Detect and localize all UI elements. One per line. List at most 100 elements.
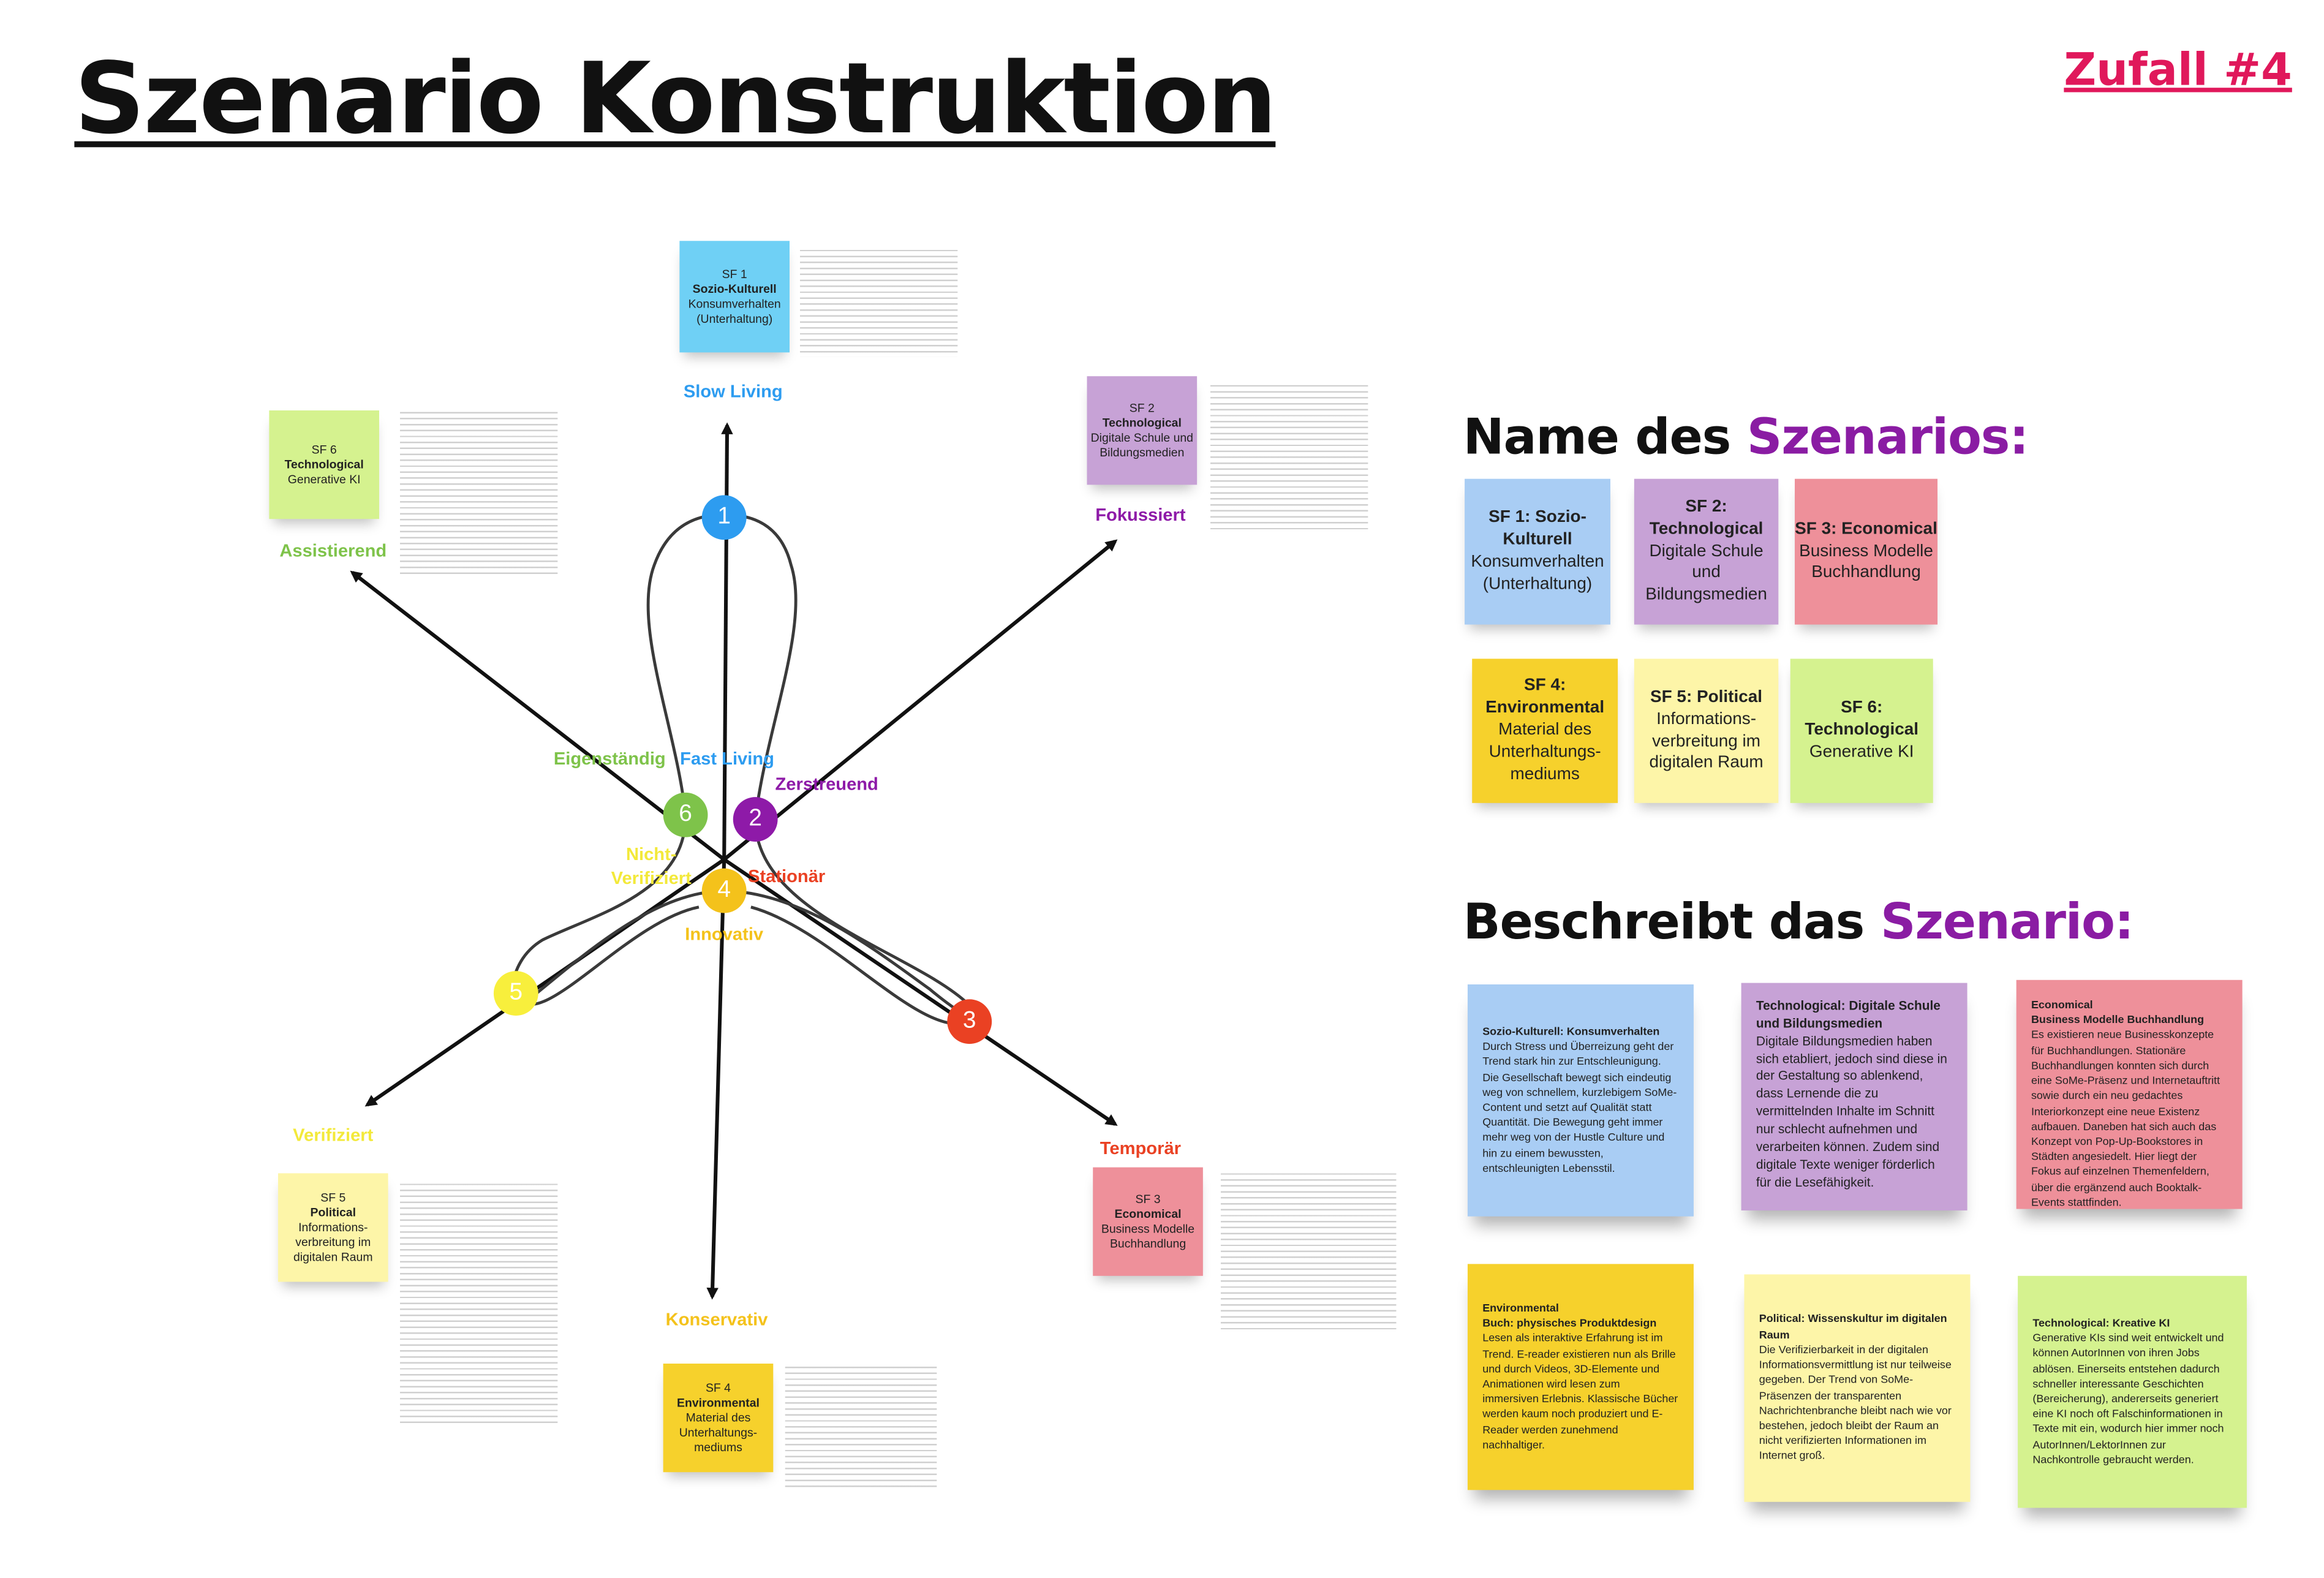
note-subtitle: Buch: physisches Produktdesign [1482, 1316, 1657, 1330]
axis-konservativ [706, 859, 726, 1300]
random-scenario-link[interactable]: Zufall #4 [2064, 44, 2292, 97]
scenario-node-5[interactable]: 5 [493, 971, 538, 1016]
axis-verifiziert [364, 858, 725, 1107]
label-nicht-verifiziert-line2: Verifiziert [611, 867, 692, 888]
scenario-node-2[interactable]: 2 [733, 797, 778, 842]
description-note-political[interactable]: Political: Wissenskultur im digitalen Ra… [1744, 1274, 1971, 1502]
note-title: Economical [2031, 997, 2093, 1011]
label-zerstreuend: Zerstreuend [775, 773, 878, 795]
note-body: Konsumverhalten (Unterhaltung) [1471, 553, 1604, 594]
scenario-path-upper [646, 513, 798, 820]
scenario-node-3[interactable]: 3 [947, 999, 992, 1044]
factor-category: Economical [1114, 1206, 1182, 1220]
axis-fokussiert [723, 539, 1118, 861]
label-innovativ: Innovativ [685, 923, 764, 945]
note-body: Business Modelle Buchhandlung [1799, 542, 1933, 583]
factor-note-sf3[interactable]: SF 3 Economical Business Modelle Buchhan… [1093, 1167, 1203, 1276]
research-notes-sf3 [1220, 1173, 1397, 1331]
note-body: Die Verifizierbarkeit in der digitalen I… [1759, 1342, 1952, 1463]
note-body: Digitale Bildungsmedien haben sich etabl… [1756, 1033, 1947, 1190]
note-body: Durch Stress und Überreizung geht der Tr… [1482, 1040, 1677, 1175]
note-title: Sozio-Kulturell: Konsumverhalten [1482, 1024, 1660, 1038]
description-note-technological-schule[interactable]: Technological: Digitale Schule und Bildu… [1741, 983, 1967, 1210]
note-title: SF 4: Environmental [1485, 676, 1605, 717]
factor-topic: Informations-verbreitung im digitalen Ra… [293, 1220, 373, 1264]
note-body: Es existieren neue Businesskonzepte für … [2031, 1028, 2220, 1209]
label-fokussiert: Fokussiert [1095, 504, 1186, 526]
note-body: Material des Unterhaltungs-mediums [1488, 721, 1601, 784]
research-notes-sf4 [785, 1366, 937, 1492]
scenario-description-heading: Beschreibt das Szenario: [1463, 892, 2134, 951]
scenario-node-4[interactable]: 4 [701, 868, 747, 913]
factor-category: Environmental [677, 1395, 760, 1410]
note-subtitle: Business Modelle Buchhandlung [2031, 1013, 2205, 1027]
factor-topic: Generative KI [287, 472, 361, 486]
note-title: SF 1: Sozio-Kulturell [1488, 508, 1586, 549]
label-slow-living: Slow Living [683, 380, 783, 402]
note-title: SF 6: Technological [1805, 699, 1919, 739]
factor-note-sf5[interactable]: SF 5 Political Informations-verbreitung … [277, 1173, 388, 1282]
heading-prefix: Name des [1463, 407, 1747, 466]
heading-prefix: Beschreibt das [1463, 892, 1881, 951]
note-title: SF 2: Technological [1649, 497, 1764, 538]
heading-accent: Szenarios: [1746, 407, 2029, 466]
label-assistierend: Assistierend [279, 540, 387, 561]
factor-note-sf4[interactable]: SF 4 Environmental Material des Unterhal… [663, 1364, 774, 1473]
factor-category: Political [310, 1205, 357, 1219]
research-notes-sf5 [399, 1184, 558, 1425]
research-notes-sf1 [799, 249, 958, 357]
scenario-node-1[interactable]: 1 [701, 495, 747, 540]
factor-id: SF 2 [1129, 401, 1155, 415]
label-konservativ: Konservativ [665, 1308, 768, 1330]
note-title: Environmental [1482, 1301, 1559, 1315]
label-nicht-verifiziert: Nicht-Verifiziert [611, 844, 692, 890]
axis-temporaer [723, 858, 1118, 1126]
note-title: SF 3: Economical [1795, 519, 1937, 538]
label-fast-living: Fast Living [680, 748, 774, 769]
factor-category: Sozio-Kulturell [692, 282, 777, 295]
factor-id: SF 4 [705, 1380, 731, 1394]
note-body: Digitale Schule und Bildungsmedien [1645, 542, 1767, 605]
scenario-path-lower [511, 815, 981, 1022]
label-eigenstaendig: Eigenständig [553, 748, 666, 769]
factor-note-sf2[interactable]: SF 2 Technological Digitale Schule und B… [1087, 376, 1198, 485]
axis-slow-fast [721, 422, 733, 860]
factor-topic: Business Modelle Buchhandlung [1101, 1221, 1195, 1250]
note-title: Technological: Digitale Schule und Bildu… [1756, 997, 1941, 1030]
note-body: Informations-verbreitung im digitalen Ra… [1649, 710, 1764, 772]
factor-note-sf1[interactable]: SF 1 Sozio-Kulturell Konsumverhalten (Un… [679, 241, 790, 353]
note-title: Political: Wissenskultur im digitalen Ra… [1759, 1312, 1947, 1341]
note-title: SF 5: Political [1650, 688, 1763, 706]
factor-category: Technological [1102, 415, 1182, 429]
factor-id: SF 6 [311, 442, 337, 456]
factor-category: Technological [284, 457, 364, 471]
page-title: Szenario Konstruktion [74, 41, 1277, 156]
factor-id: SF 1 [722, 266, 747, 281]
research-notes-sf2 [1210, 385, 1368, 530]
factor-topic: Material des Unterhaltungs-mediums [679, 1410, 758, 1454]
scenario-name-heading: Name des Szenarios: [1463, 407, 2029, 466]
factor-note-sf6[interactable]: SF 6 Technological Generative KI [269, 410, 380, 519]
label-nicht-verifiziert-line1: Nicht- [625, 844, 677, 865]
research-notes-sf6 [399, 412, 558, 576]
factor-id: SF 3 [1135, 1191, 1161, 1206]
heading-accent: Szenario: [1880, 892, 2134, 951]
factor-id: SF 5 [320, 1190, 346, 1204]
note-body: Generative KIs sind weit entwickelt und … [2032, 1331, 2224, 1467]
axis-assistierend [350, 570, 726, 861]
note-title: Technological: Kreative KI [2032, 1316, 2170, 1329]
scenario-node-6[interactable]: 6 [663, 792, 708, 837]
description-note-technological-ki[interactable]: Technological: Kreative KI Generative KIs… [2018, 1275, 2247, 1508]
note-body: Generative KI [1809, 743, 1914, 761]
